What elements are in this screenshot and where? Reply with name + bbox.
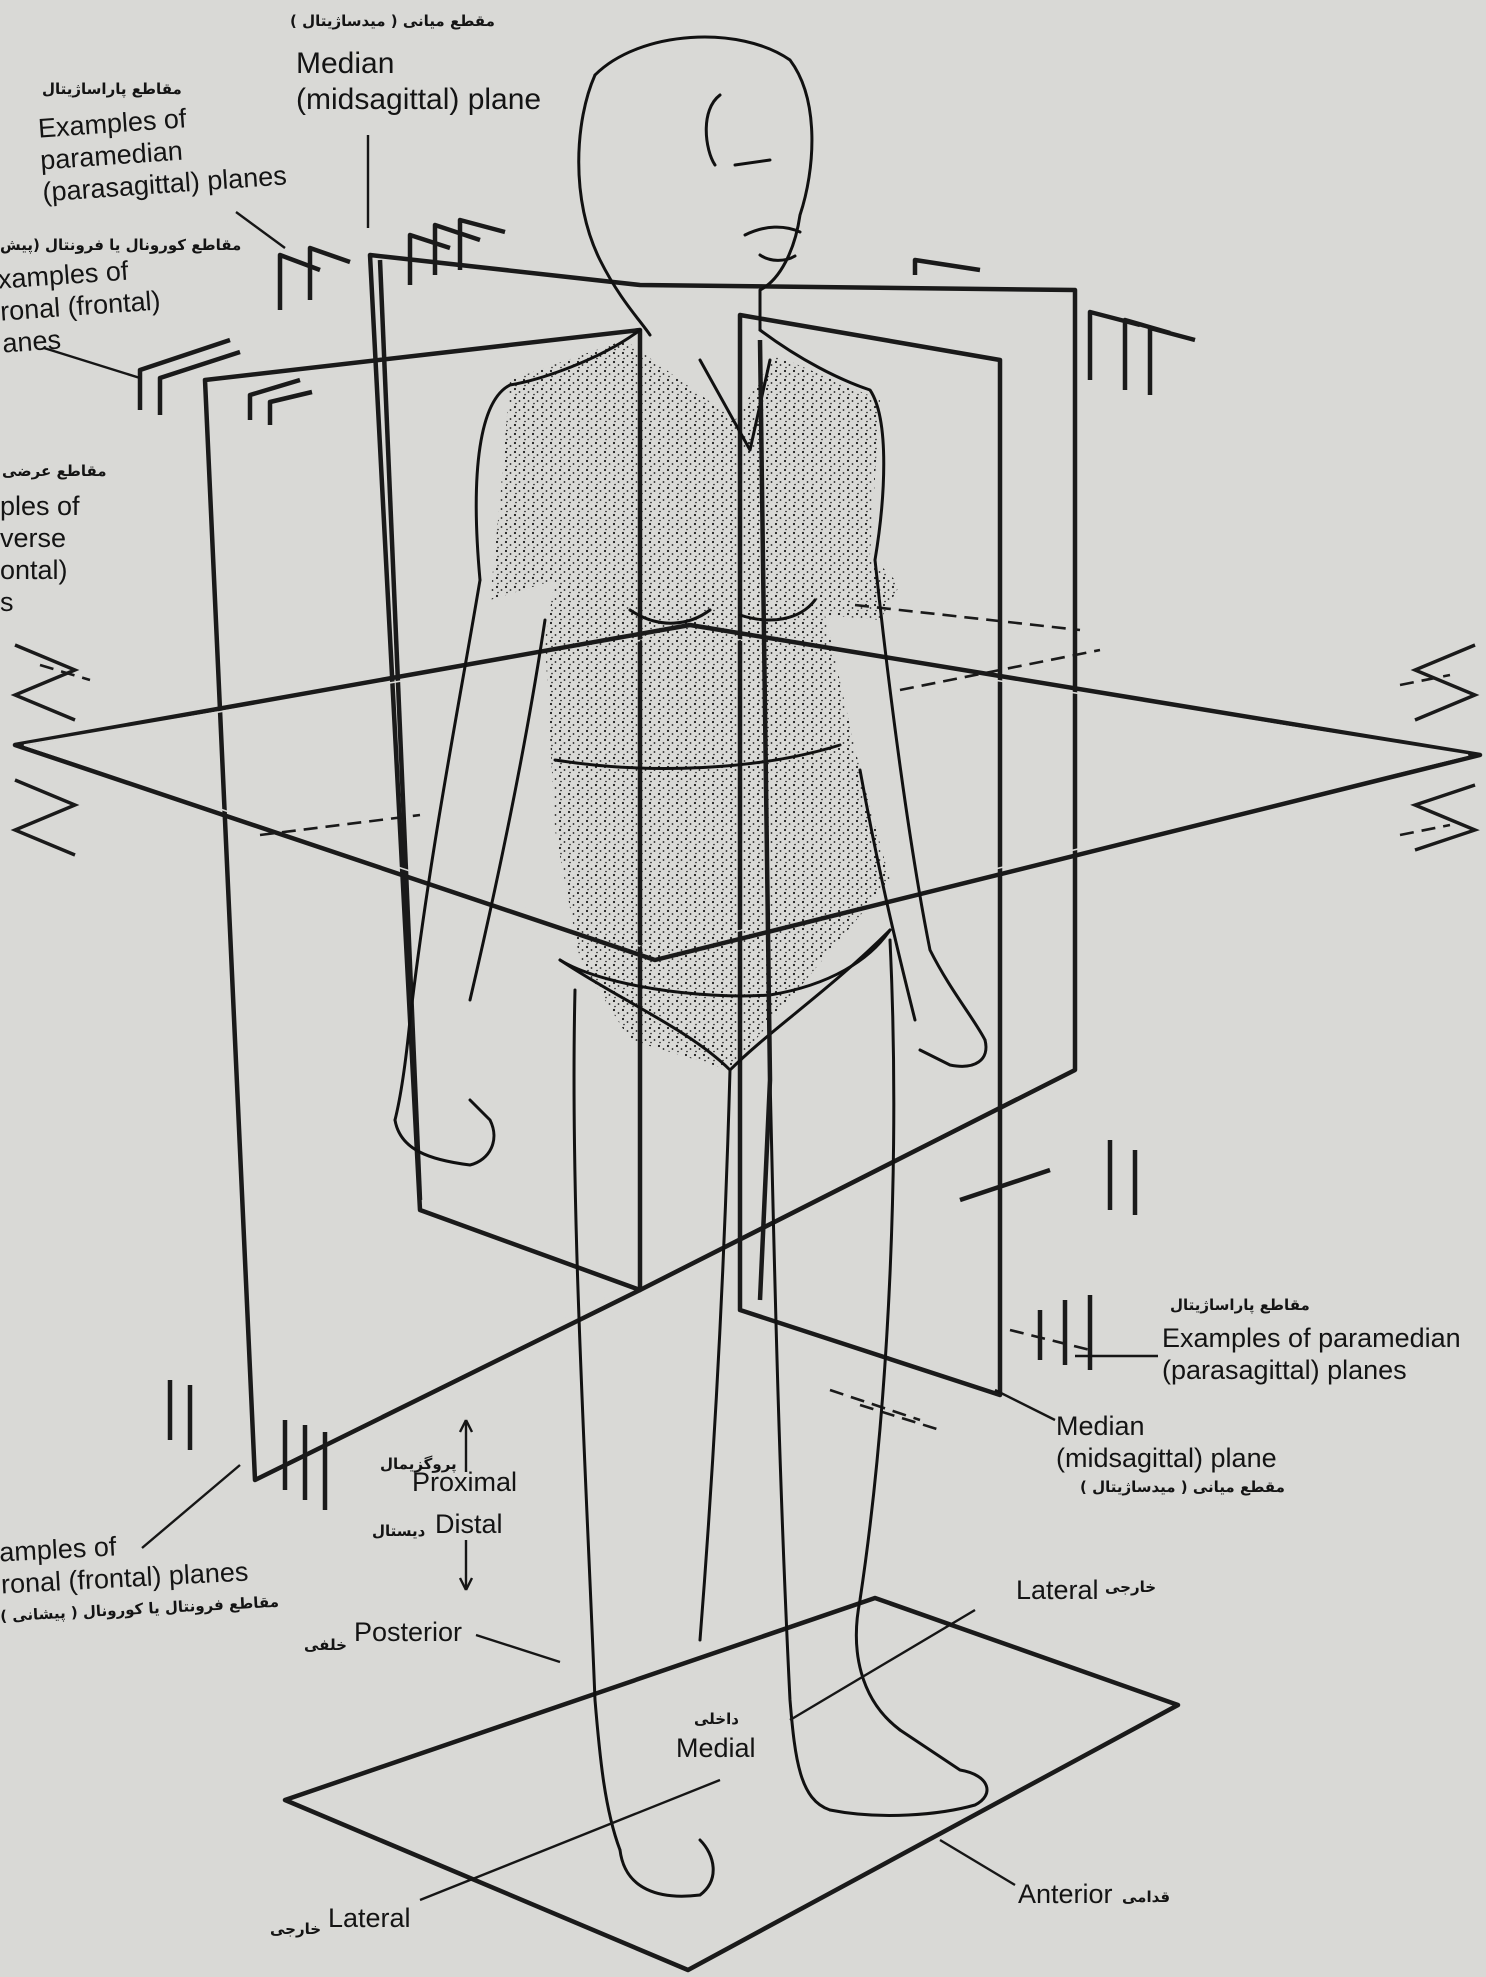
coronal-top-label: xamples of ronal (frontal) anes bbox=[0, 253, 164, 360]
posterior-fa: خلفی bbox=[304, 1636, 347, 1654]
paramedian-top-fa: مقاطع پاراساژیتال bbox=[42, 80, 182, 98]
anterior-fa: قدامی bbox=[1122, 1888, 1170, 1906]
posterior-label: Posterior bbox=[354, 1616, 462, 1648]
distal-fa: دیستال bbox=[372, 1522, 425, 1540]
paramedian-top-label: Examples of paramedian (parasagittal) pl… bbox=[37, 96, 288, 209]
lateral-right-label: Lateral bbox=[1016, 1574, 1099, 1606]
paramedian-right-fa: مقاطع پاراساژیتال bbox=[1170, 1296, 1310, 1314]
transverse-left-fa: مقاطع عرضی bbox=[2, 462, 107, 480]
human-figure bbox=[395, 37, 987, 1896]
median-top-fa: مقطع میانی ( میدساژیتال ) bbox=[290, 12, 495, 30]
anterior-label: Anterior bbox=[1018, 1878, 1113, 1910]
medial-label: Medial bbox=[676, 1732, 756, 1764]
floor-plane bbox=[285, 1598, 1178, 1970]
coronal-top-fa: مقاطع کورونال یا فرونتال (پیش bbox=[0, 236, 241, 254]
lateral-right-fa: خارجی bbox=[1105, 1578, 1156, 1596]
coronal-bottom-label: amples of ronal (frontal) planes bbox=[0, 1524, 249, 1601]
lateral-bottom-label: Lateral bbox=[328, 1902, 411, 1934]
transverse-left-label: ples of verse ontal) s bbox=[0, 490, 80, 618]
paramedian-right-label: Examples of paramedian (parasagittal) pl… bbox=[1162, 1322, 1461, 1386]
median-right-label: Median (midsagittal) plane bbox=[1056, 1410, 1277, 1474]
proximal-label: Proximal bbox=[412, 1466, 517, 1498]
median-top-label: Median (midsagittal) plane bbox=[296, 46, 541, 118]
median-right-fa: مقطع میانی ( میدساژیتال ) bbox=[1080, 1478, 1285, 1496]
medial-fa: داخلی bbox=[694, 1710, 739, 1728]
distal-label: Distal bbox=[435, 1508, 503, 1540]
lateral-bottom-fa: خارجی bbox=[270, 1920, 321, 1938]
